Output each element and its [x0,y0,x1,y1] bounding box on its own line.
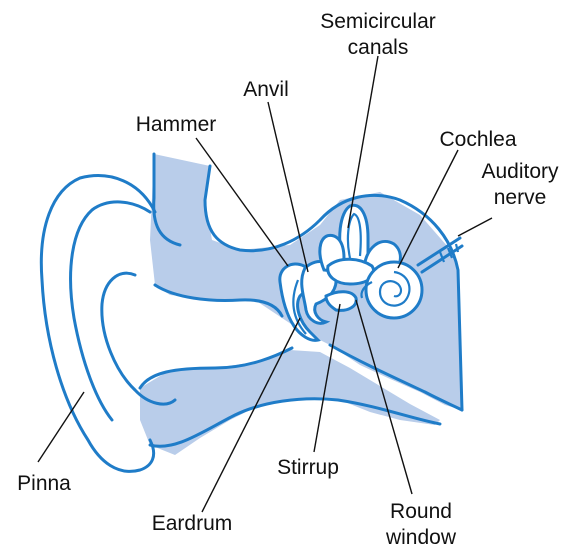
semicircular-canals-label-line2: canals [348,36,409,59]
auditory-nerve-label: Auditory [481,160,559,183]
pinna-label: Pinna [17,472,71,495]
round-window-label: Round [390,500,452,523]
hammer-label: Hammer [136,113,217,136]
anvil-label: Anvil [243,78,289,101]
stirrup-bone [326,292,356,311]
stirrup-label: Stirrup [277,456,339,479]
round-window-label-line2: window [385,526,457,549]
eardrum-label: Eardrum [152,512,233,535]
semicircular-canals-label: Semicircular [320,10,436,33]
cochlea-label: Cochlea [439,128,516,151]
pinna-leader [38,392,84,462]
auditory-nerve-label-line2: nerve [494,186,547,209]
auditory-leader [458,218,492,236]
